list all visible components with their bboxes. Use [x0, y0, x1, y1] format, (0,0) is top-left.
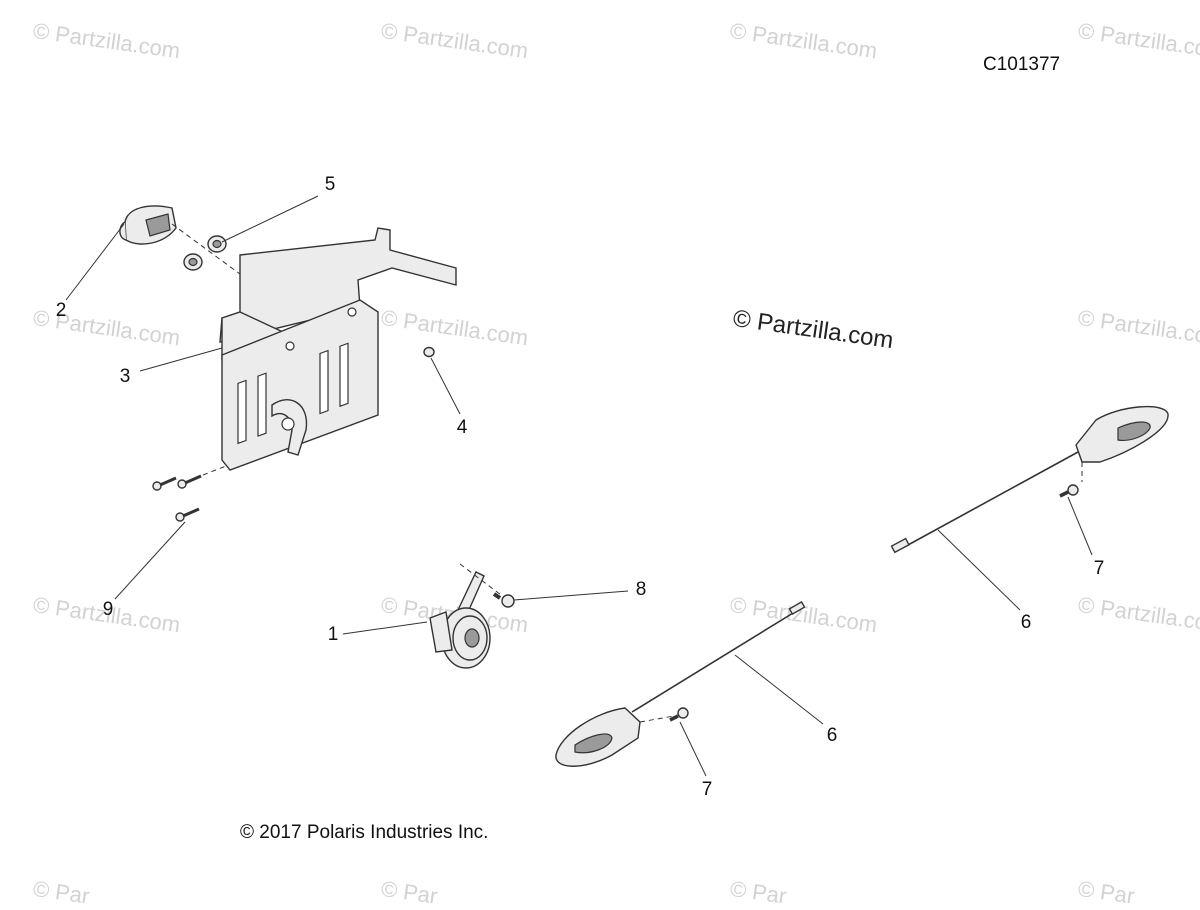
turn-signal-screw	[1059, 484, 1079, 498]
drawing-number: C101377	[983, 54, 1061, 75]
grommet	[207, 235, 227, 253]
callout-6-right: 6	[1020, 612, 1032, 633]
nut	[423, 346, 435, 358]
callout-5: 5	[324, 174, 336, 195]
copyright-notice: © 2017 Polaris Industries Inc.	[240, 822, 489, 843]
horn	[429, 571, 491, 669]
screw	[177, 474, 202, 489]
turn-signal-right	[890, 405, 1169, 554]
tail-light-housing	[119, 205, 177, 245]
callout-8: 8	[635, 579, 647, 600]
callout-6-lower: 6	[826, 725, 838, 746]
callout-2: 2	[55, 300, 67, 321]
horn-bolt	[492, 592, 515, 608]
callout-3: 3	[119, 366, 131, 387]
license-plate-bracket	[219, 227, 457, 471]
callout-7-lower: 7	[701, 779, 713, 800]
turn-signal-left	[555, 600, 806, 767]
screw	[152, 476, 177, 491]
callout-7-right: 7	[1093, 558, 1105, 579]
grommet	[183, 253, 203, 271]
turn-signal-screw	[669, 707, 689, 722]
callout-4: 4	[456, 417, 468, 438]
callout-1: 1	[327, 624, 339, 645]
callout-9: 9	[102, 599, 114, 620]
screw	[175, 507, 200, 522]
